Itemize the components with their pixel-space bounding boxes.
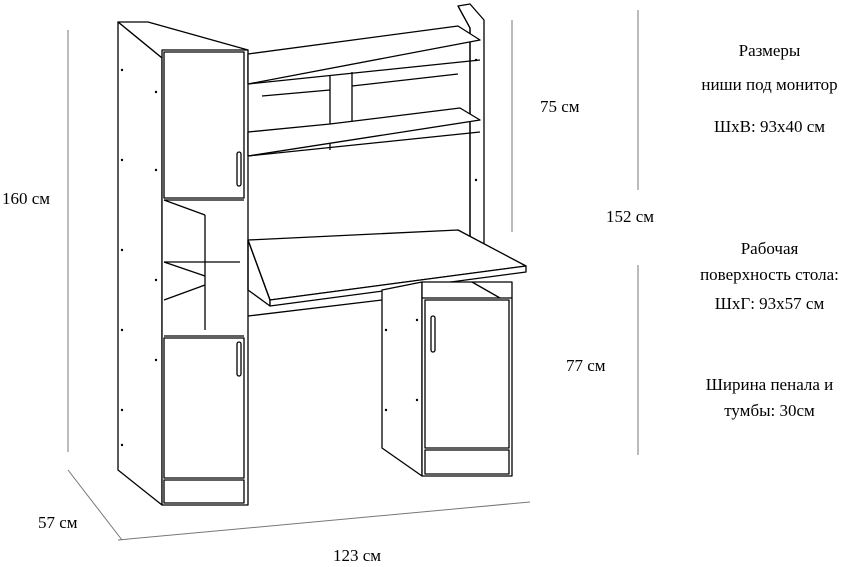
total-height-label: 160 см (2, 189, 51, 208)
monitor-niche-line3: ШхВ: 93х40 см (713, 117, 825, 136)
upper-door (163, 51, 245, 199)
upper-shelf-unit (247, 3, 485, 249)
cabinet-width-line2: тумбы: 30см (724, 401, 815, 420)
pedestal-door (424, 299, 510, 449)
lower-door-handle-icon (236, 341, 242, 377)
work-surface-line1: Рабочая (740, 239, 799, 258)
dimension-lines (67, 10, 639, 541)
desk-top (247, 229, 527, 317)
work-surface-line3: ШхГ: 93х57 см (714, 294, 825, 313)
pedestal (381, 281, 513, 477)
work-surface-note: Рабочая поверхность стола: ШхГ: 93х57 см (672, 240, 867, 320)
work-surface-line2: поверхность стола: (700, 265, 839, 284)
monitor-niche-note: Размеры ниши под монитор ШхВ: 93х40 см (672, 42, 867, 142)
cabinet-width-line1: Ширина пенала и (705, 375, 834, 394)
width-label: 123 см (333, 546, 382, 565)
depth-label: 57 см (38, 513, 78, 532)
screw-holes (120, 58, 478, 447)
pedestal-door-handle-icon (430, 315, 436, 353)
monitor-niche-line2: ниши под монитор (701, 75, 838, 94)
desk-height-label: 152 см (606, 207, 655, 226)
cabinet-width-note: Ширина пенала и тумбы: 30см (672, 376, 867, 426)
lower-door (163, 337, 245, 479)
upper-door-handle-icon (236, 151, 242, 187)
tall-cabinet (117, 21, 249, 506)
monitor-niche-line1: Размеры (738, 41, 801, 60)
lower-height-label: 77 см (566, 356, 606, 375)
upper-height-label: 75 см (540, 97, 580, 116)
